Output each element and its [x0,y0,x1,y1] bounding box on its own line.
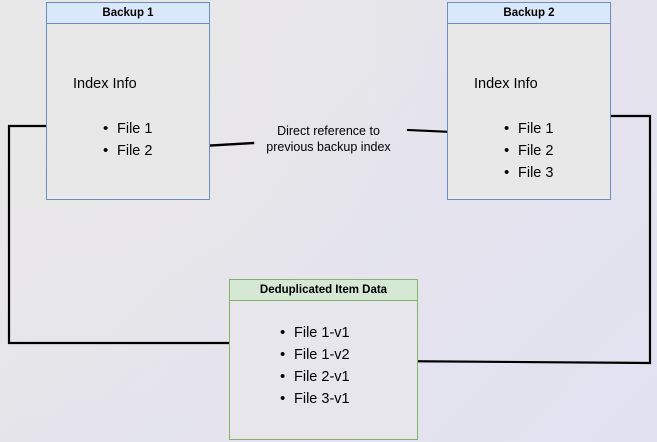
direct-reference-label: Direct reference to previous backup inde… [266,124,391,154]
backup-2-index-label: Index Info [474,76,538,92]
backup-2-file-item[interactable]: File 3 [504,162,554,184]
deduplicated-item[interactable]: File 2-v1 [280,366,350,388]
backup-1-box[interactable]: Backup 1 Index Info File 1 File 2 [46,2,210,200]
backup-2-body: Index Info File 1 File 2 File 3 [447,24,611,200]
deduplicated-item-data-header: Deduplicated Item Data [229,279,418,301]
backup-1-file-list: File 1 File 2 [101,118,153,162]
backup-2-file-item[interactable]: File 2 [504,140,554,162]
deduplicated-item[interactable]: File 3-v1 [280,388,350,410]
deduplicated-item[interactable]: File 1-v1 [280,322,350,344]
backup-2-box[interactable]: Backup 2 Index Info File 1 File 2 File 3 [447,2,611,200]
backup-1-index-label: Index Info [73,76,137,92]
deduplicated-item-list: File 1-v1 File 1-v2 File 2-v1 File 3-v1 [278,322,350,410]
backup-1-body: Index Info File 1 File 2 [46,24,210,200]
backup-1-file-item[interactable]: File 1 [103,118,153,140]
backup-2-file-list: File 1 File 2 File 3 [502,118,554,184]
deduplicated-item-data-box[interactable]: Deduplicated Item Data File 1-v1 File 1-… [229,279,418,440]
backup-2-header: Backup 2 [447,2,611,24]
deduplicated-item[interactable]: File 1-v2 [280,344,350,366]
deduplicated-item-data-body: File 1-v1 File 1-v2 File 2-v1 File 3-v1 [229,301,418,440]
backup-2-file-item[interactable]: File 1 [504,118,554,140]
backup-1-header: Backup 1 [46,2,210,24]
backup-1-file-item[interactable]: File 2 [103,140,153,162]
